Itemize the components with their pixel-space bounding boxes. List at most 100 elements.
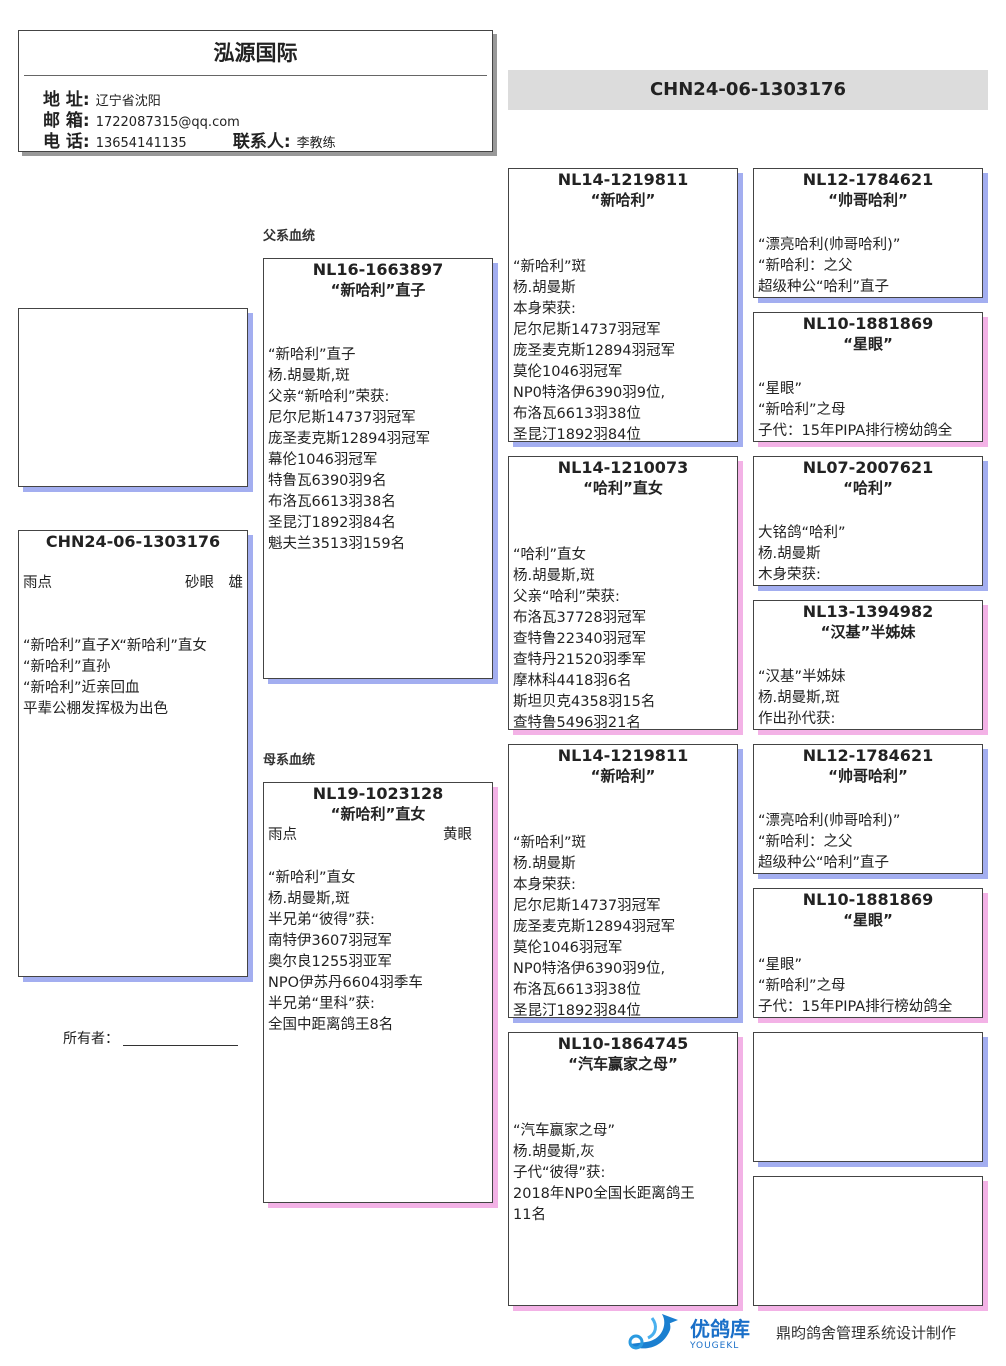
info-line: 庞圣麦克斯12894羽冠军 bbox=[268, 431, 431, 447]
logo-text-cn: 优鸽库 bbox=[690, 1317, 750, 1341]
pigeon-name: “帅哥哈利” bbox=[828, 191, 908, 209]
dam-color: 雨点 bbox=[268, 827, 297, 843]
info-line: 布洛瓦6613羽38位 bbox=[513, 982, 641, 998]
sire-card: NL16-1663897 “新哈利”直子 “新哈利”直子杨.胡曼斯,斑父亲“新哈… bbox=[263, 258, 493, 679]
info-line: “汽车赢家之母” bbox=[513, 1123, 616, 1139]
info-line: 杨.胡曼斯 bbox=[758, 546, 821, 562]
great-grandparent-card bbox=[753, 1176, 983, 1306]
info-line: “星眼” bbox=[758, 957, 803, 973]
info-line: 全国中距离鸽王8名 bbox=[268, 1017, 394, 1033]
ring-number: NL14-1219811 bbox=[557, 170, 689, 189]
email-label: 邮 箱: bbox=[43, 111, 90, 131]
info-line: 子代“彼得”获: bbox=[513, 1165, 606, 1181]
sire-label: 父系血统 bbox=[263, 229, 316, 244]
info-line: 子代：15年PIPA排行榜幼鸽全 bbox=[758, 999, 953, 1015]
address: 辽宁省沈阳 bbox=[95, 94, 161, 109]
info-line: “新哈利：之父 bbox=[758, 834, 853, 850]
ring-number: NL13-1394982 bbox=[802, 602, 934, 621]
info-line: 尼尔尼斯14737羽冠军 bbox=[513, 898, 661, 914]
yougekl-logo-icon bbox=[622, 1312, 682, 1354]
subject-eye-sex: 砂眼 雄 bbox=[185, 575, 243, 591]
great-grandparent-card: NL12-1784621“帅哥哈利”“漂亮哈利(帅哥哈利)”“新哈利：之父超级种… bbox=[753, 168, 983, 298]
info-line: “新哈利”直孙 bbox=[23, 659, 111, 675]
info-line: 木身荣获: bbox=[758, 567, 821, 583]
info-line: 本身荣获: bbox=[513, 877, 576, 893]
info-line: “新哈利”直子X“新哈利”直女 bbox=[23, 638, 207, 654]
info-line: “新哈利”斑 bbox=[513, 259, 587, 275]
pigeon-name: “新哈利” bbox=[590, 191, 656, 209]
info-line: 查特丹21520羽季军 bbox=[513, 652, 647, 668]
info-line: 超级种公“哈利”直子 bbox=[758, 279, 890, 295]
ring-number: NL10-1881869 bbox=[802, 314, 934, 333]
pigeon-name: “汽车赢家之母” bbox=[568, 1055, 678, 1073]
pigeon-name: “哈利” bbox=[843, 479, 893, 497]
sire-name: “新哈利”直子 bbox=[330, 281, 426, 299]
info-line: 作出孙代获: bbox=[758, 711, 836, 727]
info-line: 杨.胡曼斯,斑 bbox=[268, 891, 350, 907]
ring-number: NL07-2007621 bbox=[802, 458, 934, 477]
info-line: 布洛瓦37728羽冠军 bbox=[513, 610, 647, 626]
info-line: “星眼” bbox=[758, 381, 803, 397]
info-line: 父亲“新哈利”荣获: bbox=[268, 389, 390, 405]
info-line: 莫伦1046羽冠军 bbox=[513, 940, 623, 956]
loft-name: 泓源国际 bbox=[213, 41, 298, 65]
info-line: 2018年NP0全国长距离鸽王 bbox=[513, 1186, 695, 1202]
pigeon-name: “星眼” bbox=[843, 335, 893, 353]
info-line: 布洛瓦6613羽38位 bbox=[513, 406, 641, 422]
owner-blank bbox=[123, 1045, 238, 1046]
info-line: 杨.胡曼斯,灰 bbox=[513, 1144, 595, 1160]
ring-number: NL14-1210073 bbox=[557, 458, 689, 477]
info-line: 南特伊3607羽冠军 bbox=[268, 933, 392, 949]
info-line: “新哈利”之母 bbox=[758, 978, 846, 994]
info-line: 平辈公棚发挥极为出色 bbox=[23, 701, 168, 717]
info-line: 子代：15年PIPA排行榜幼鸽全 bbox=[758, 423, 953, 439]
info-line: 杨.胡曼斯,斑 bbox=[268, 368, 350, 384]
owner-field: 所有者： bbox=[63, 1028, 238, 1048]
phone: 13654141135 bbox=[95, 136, 187, 151]
info-line: NP0特洛伊6390羽9位, bbox=[513, 961, 666, 977]
info-line: “新哈利”直子 bbox=[268, 347, 356, 363]
info-line: 圣昆汀1892羽84位 bbox=[513, 427, 641, 442]
info-line: “新哈利：之父 bbox=[758, 258, 853, 274]
info-line: NP0特洛伊6390羽9位, bbox=[513, 385, 666, 401]
footer-credit: 鼎昀鸽舍管理系统设计制作 bbox=[776, 1324, 957, 1342]
info-line: “新哈利”之母 bbox=[758, 402, 846, 418]
info-line: 杨.胡曼斯,斑 bbox=[513, 568, 595, 584]
dam-card: NL19-1023128 “新哈利”直女 雨点黄眼 “新哈利”直女杨.胡曼斯,斑… bbox=[263, 782, 493, 1203]
info-line: 父亲“哈利”荣获: bbox=[513, 589, 620, 605]
info-line: 幕伦1046羽冠军 bbox=[268, 452, 378, 468]
info-line: “新哈利”近亲回血 bbox=[23, 680, 140, 696]
email: 1722087315@qq.com bbox=[95, 115, 240, 130]
info-line: 摩林科4418羽6名 bbox=[513, 673, 632, 689]
great-grandparent-card: NL10-1881869“星眼”“星眼”“新哈利”之母子代：15年PIPA排行榜… bbox=[753, 888, 983, 1018]
contact-label: 联系人: bbox=[232, 132, 291, 152]
loft-info-card: 泓源国际 地 址:辽宁省沈阳 邮 箱:1722087315@qq.com 电 话… bbox=[18, 30, 493, 152]
grandparent-card: NL14-1219811“新哈利”“新哈利”斑杨.胡曼斯本身荣获:尼尔尼斯147… bbox=[508, 744, 738, 1018]
pigeon-name: “新哈利” bbox=[590, 767, 656, 785]
great-grandparent-card: NL13-1394982“汉基”半姊妹“汉基”半姊妹杨.胡曼斯,斑作出孙代获: bbox=[753, 600, 983, 730]
info-line: 庞圣麦克斯12894羽冠军 bbox=[513, 919, 676, 935]
pigeon-name: “星眼” bbox=[843, 911, 893, 929]
info-line: “漂亮哈利(帅哥哈利)” bbox=[758, 813, 901, 829]
logo-text-en: YOUGEKL bbox=[690, 1341, 740, 1351]
info-line: 超级种公“哈利”直子 bbox=[758, 855, 890, 871]
info-line: 查特鲁22340羽冠军 bbox=[513, 631, 647, 647]
dam-label: 母系血统 bbox=[263, 753, 316, 768]
info-line: 尼尔尼斯14737羽冠军 bbox=[268, 410, 416, 426]
pedigree-ring-banner: CHN24-06-1303176 bbox=[508, 70, 988, 110]
info-line: 奥尔良1255羽亚军 bbox=[268, 954, 392, 970]
info-line: 特鲁瓦6390羽9名 bbox=[268, 473, 387, 489]
info-line: “汉基”半姊妹 bbox=[758, 669, 846, 685]
info-line: NPO伊苏丹6604羽季车 bbox=[268, 975, 423, 991]
sire-ring: NL16-1663897 bbox=[312, 260, 444, 279]
info-line: 大铭鸽“哈利” bbox=[758, 525, 846, 541]
info-line: 布洛瓦6613羽38名 bbox=[268, 494, 396, 510]
great-grandparent-card: NL10-1881869 “星眼” “星眼” “新哈利”之母子代：15年PIPA排行榜… bbox=[753, 312, 983, 442]
dam-eye: 黄眼 bbox=[443, 827, 472, 843]
divider bbox=[24, 75, 487, 76]
info-line: 圣昆汀1892羽84位 bbox=[513, 1003, 641, 1018]
info-line: “漂亮哈利(帅哥哈利)” bbox=[758, 237, 901, 253]
info-line: “新哈利”直女 bbox=[268, 870, 356, 886]
ring-number: NL10-1864745 bbox=[557, 1034, 689, 1053]
